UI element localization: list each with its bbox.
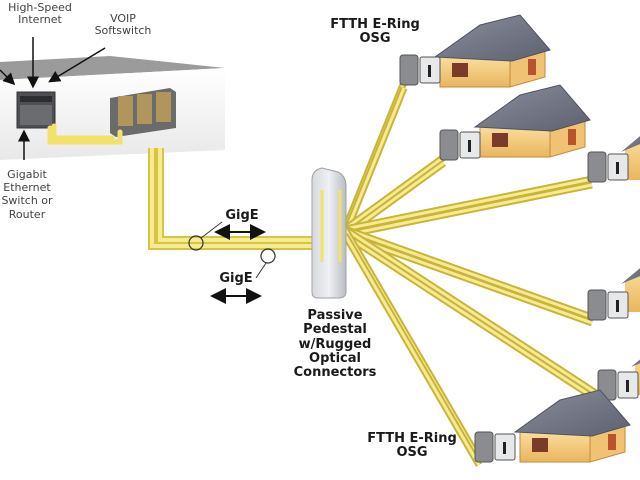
house-roof [433, 14, 551, 62]
gigabit-switch [16, 91, 56, 129]
label-line: Connectors [293, 365, 377, 381]
switch-slot [20, 96, 52, 102]
label-line: VOIP [110, 12, 136, 25]
external-arrow [0, 69, 16, 86]
osg-enclosure-icon [587, 151, 629, 183]
osg-enclosure-icon [587, 289, 629, 321]
osg-door [399, 54, 419, 86]
house-door [528, 59, 536, 75]
osg-connector [503, 442, 506, 454]
chassis-card-3 [156, 92, 171, 122]
osg-connector [626, 380, 629, 392]
osg-connector [616, 162, 619, 174]
label-gigabit-switch: Gigabit Ethernet Switch or Router [0, 168, 62, 221]
fiber-drop [344, 183, 593, 237]
osg-door [587, 151, 607, 183]
house-roof [473, 84, 591, 132]
callout-circle [260, 248, 276, 264]
house-1 [399, 14, 551, 88]
switch-panel [20, 105, 52, 125]
house-roof [513, 389, 631, 437]
osg-connector [616, 300, 619, 312]
callout-circle [188, 235, 204, 251]
label-line: Switch or [1, 194, 53, 208]
house-window [532, 438, 548, 452]
callout-leader [200, 221, 223, 239]
passive-pedestal [311, 167, 347, 299]
fiber-drops [341, 80, 604, 467]
label-ftth-bottom: FTTH E-Ring OSG [352, 431, 472, 461]
label-line: Passive [307, 308, 363, 323]
gige-callout-bottom [210, 248, 276, 304]
label-line: FTTH E-Ring [330, 17, 420, 32]
osg-enclosure-icon [399, 54, 441, 86]
label-line: Softswitch [94, 24, 152, 38]
label-ftth-top: FTTH E-Ring OSG [315, 17, 435, 47]
houses [399, 14, 640, 463]
chassis-card-2 [137, 94, 152, 124]
house-2 [439, 84, 591, 161]
osg-door [439, 129, 459, 161]
label-high-speed-internet: High-Speed Internet [0, 1, 80, 27]
osg-door [587, 289, 607, 321]
fiber-drop [344, 227, 593, 319]
house-3 [587, 136, 640, 183]
label-line: OSG [359, 31, 391, 47]
label-line: Ethernet [3, 181, 51, 195]
label-line: OSG [396, 445, 428, 461]
fiber-drop [344, 233, 603, 405]
house-5 [597, 359, 640, 401]
osg-enclosure-icon [439, 129, 481, 161]
house-window [452, 63, 468, 77]
osg-enclosure-icon [474, 431, 516, 463]
label-line: Router [8, 207, 46, 221]
label-gige-bottom: GigE [219, 271, 253, 286]
label-line: Optical [309, 350, 361, 366]
label-line: Internet [18, 13, 62, 27]
house-door [608, 434, 616, 450]
label-line: Pedestal [303, 322, 367, 338]
label-line: FTTH E-Ring [367, 431, 457, 446]
fiber-drop [343, 87, 406, 236]
label-passive-pedestal: Passive Pedestal w/Rugged Optical Connec… [280, 308, 390, 381]
voip-arrow [48, 47, 106, 83]
gige-callout-top [188, 221, 266, 251]
house-wall [625, 138, 640, 180]
label-voip-softswitch: VOIP Softswitch [88, 12, 158, 38]
house-roof [621, 268, 640, 284]
osg-connector [468, 140, 471, 152]
house-6 [474, 389, 631, 463]
fiber-switch-to-chassis [47, 123, 123, 145]
fiber-drop [344, 227, 603, 399]
label-line: w/Rugged [298, 336, 372, 352]
house-door [568, 129, 576, 145]
house-roof [621, 136, 640, 152]
fiber-drop [344, 233, 593, 325]
label-line: High-Speed [8, 1, 72, 14]
fiber-trunk [148, 148, 320, 250]
osg-connector [428, 65, 431, 77]
osg-door [474, 431, 494, 463]
olt-chassis [110, 88, 176, 137]
fiber-drop [344, 155, 445, 231]
label-line: Gigabit [7, 168, 47, 181]
house-4 [587, 268, 640, 321]
chassis-card-1 [118, 96, 133, 126]
fiber-drop [344, 177, 593, 231]
label-gige-top: GigE [225, 208, 259, 223]
house-window [492, 133, 508, 147]
house-roof [631, 359, 640, 367]
callout-leader [255, 262, 267, 279]
house-wall [625, 270, 640, 312]
fiber-drop [343, 234, 481, 466]
